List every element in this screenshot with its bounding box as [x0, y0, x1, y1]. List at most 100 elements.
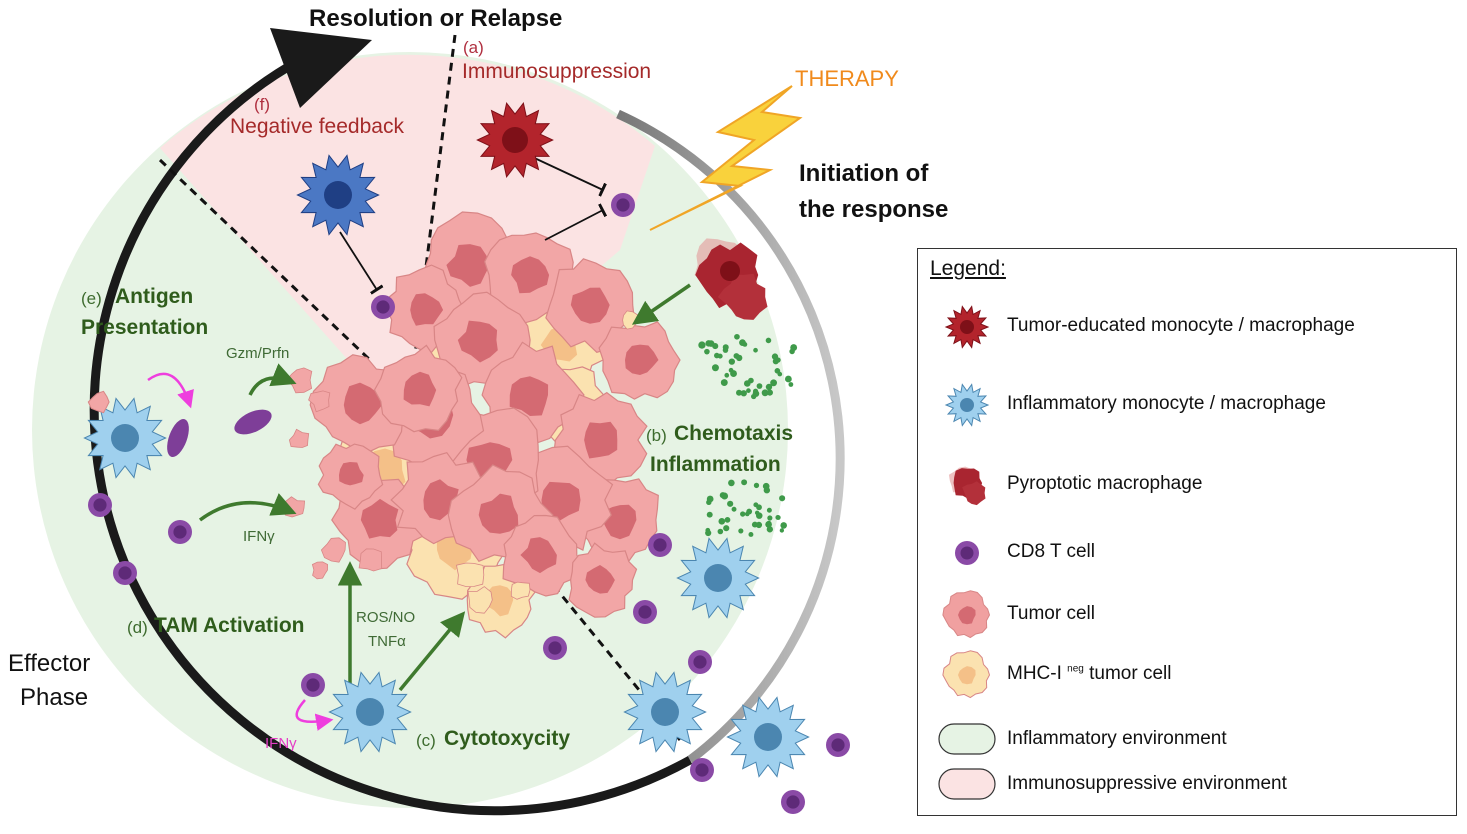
tumor-cell	[317, 443, 384, 510]
tam-arrow-diag	[398, 611, 466, 692]
chemotaxis-arrow	[631, 283, 691, 325]
chemokine-dot	[720, 379, 728, 387]
inflammatory-macrophage	[676, 537, 760, 619]
chemokine-dot	[784, 375, 792, 383]
chemokine-dot	[751, 393, 757, 400]
cd8-t-cell-presenting	[167, 418, 189, 458]
chemokine-dot	[712, 343, 719, 350]
chemokine-dot	[738, 528, 744, 534]
section-e-label-line1: Antigen	[115, 285, 194, 308]
section-f-label: Negative feedback	[230, 115, 404, 138]
section-a-letter: (a)	[463, 38, 484, 57]
tnf-label: TNFα	[368, 633, 406, 650]
legend-label: Tumor cell	[1007, 603, 1095, 624]
legend-item-inflammatory-macrophage: Inflammatory monocyte / macrophage	[918, 379, 1456, 431]
section-d-letter: (d)	[127, 618, 148, 637]
ifng-pink-label: IFNγ	[265, 735, 297, 752]
tumor-debris	[311, 561, 329, 580]
legend-box: Legend: Tumor-educated monocyte / macrop…	[917, 248, 1457, 816]
section-d-label: TAM Activation	[154, 614, 305, 637]
cd8-t-cell	[371, 295, 395, 319]
chemokine-dot	[723, 525, 730, 532]
chemokine-dot	[779, 495, 786, 502]
chemokine-dot	[780, 522, 787, 529]
cd8-t-cell	[113, 561, 137, 585]
tumor-cell	[598, 321, 681, 400]
chemokine-dot	[753, 482, 760, 489]
section-b-label-line1: Chemotaxis	[674, 422, 794, 445]
tumor-mass	[282, 211, 681, 639]
legend-item-cd8: CD8 T cell	[918, 527, 1456, 579]
legend-item-immunosuppressive-env: Immunosuppressive environment	[918, 759, 1456, 811]
cd8-t-cell-icon	[955, 541, 979, 565]
divider-left	[158, 158, 372, 362]
section-a-label: Immunosuppression	[462, 60, 652, 83]
ifng-pink-arrow	[295, 699, 334, 731]
chemokine-dot	[740, 390, 747, 397]
antigen-pink-arrow	[147, 372, 194, 409]
tumor-debris	[308, 390, 331, 413]
cd8-t-cell-killer	[234, 409, 272, 435]
section-e-label-line2: Presentation	[81, 316, 209, 339]
chemokine-dot	[752, 388, 759, 394]
pyroptotic-macrophage	[694, 238, 768, 320]
chemokine-dot	[744, 511, 750, 517]
ifng-label: IFNγ	[243, 528, 275, 545]
chemokine-dot	[706, 511, 713, 518]
chemokine-dot	[736, 389, 743, 396]
cd8-t-cell	[301, 673, 325, 697]
tumor-cell-icon	[942, 590, 991, 639]
chemokine-dot	[727, 500, 734, 507]
tumor-cell	[502, 514, 585, 597]
chemokine-dot	[711, 364, 719, 372]
cd8-t-cell	[611, 193, 635, 217]
section-b-label-line2: Inflammation	[650, 453, 781, 476]
chemokine-dot	[736, 354, 743, 362]
chemokine-dot	[771, 353, 779, 360]
cycle-arrowhead	[270, 28, 372, 108]
initiation-label-line2: the response	[799, 196, 949, 223]
chemokine-dot	[762, 482, 770, 490]
chemokine-dot	[724, 372, 730, 378]
section-f-letter: (f)	[254, 95, 271, 114]
tumor-educated-macrophage-icon	[944, 305, 990, 349]
chemokine-dot	[772, 358, 779, 365]
section-c-label: Cytotoxycity	[444, 727, 571, 750]
effector-label-line1: Effector	[8, 650, 91, 677]
cd8-t-cell	[826, 733, 850, 757]
chemokine-dot	[746, 388, 751, 393]
pyroptotic-macrophage-icon	[948, 466, 986, 506]
legend-item-tumor: Tumor cell	[918, 589, 1456, 641]
tumor-educated-macrophage	[476, 102, 554, 178]
effector-label-line2: Phase	[20, 684, 89, 711]
chemokine-dot	[766, 389, 773, 396]
divider-bottom	[543, 574, 682, 741]
tumor-debris	[510, 581, 531, 600]
chemokine-dot	[756, 512, 763, 519]
inflammatory-macrophage-tam	[328, 671, 412, 753]
inflammatory-macrophage-antigen	[83, 397, 167, 479]
antigen-fragment	[87, 390, 110, 414]
cd8-t-cell	[633, 600, 657, 624]
chemokine-dot	[753, 502, 759, 508]
cd8-t-cell	[88, 493, 112, 517]
therapy-lightning-icon	[649, 85, 803, 231]
inhibition-line-3	[339, 231, 384, 295]
immunosuppressive-environment-icon	[938, 768, 996, 800]
chemokine-dot	[755, 521, 763, 529]
legend-label: MHC-I neg tumor cell	[1007, 663, 1172, 684]
tumor-debris	[288, 428, 310, 448]
cd8-t-cell	[690, 758, 714, 782]
tumor-cell	[568, 542, 638, 618]
legend-label: Inflammatory environment	[1007, 728, 1227, 749]
section-c-letter: (c)	[416, 731, 436, 750]
chemokine-dot	[718, 518, 726, 525]
cd8-t-cell	[543, 636, 567, 660]
chemokine-dot	[714, 352, 720, 359]
cycle-ring	[89, 56, 693, 816]
section-b-letter: (b)	[646, 426, 667, 445]
therapy-label: THERAPY	[795, 66, 899, 91]
chemokine-dot	[717, 528, 724, 535]
legend-label: Tumor-educated monocyte / macrophage	[1007, 315, 1355, 336]
